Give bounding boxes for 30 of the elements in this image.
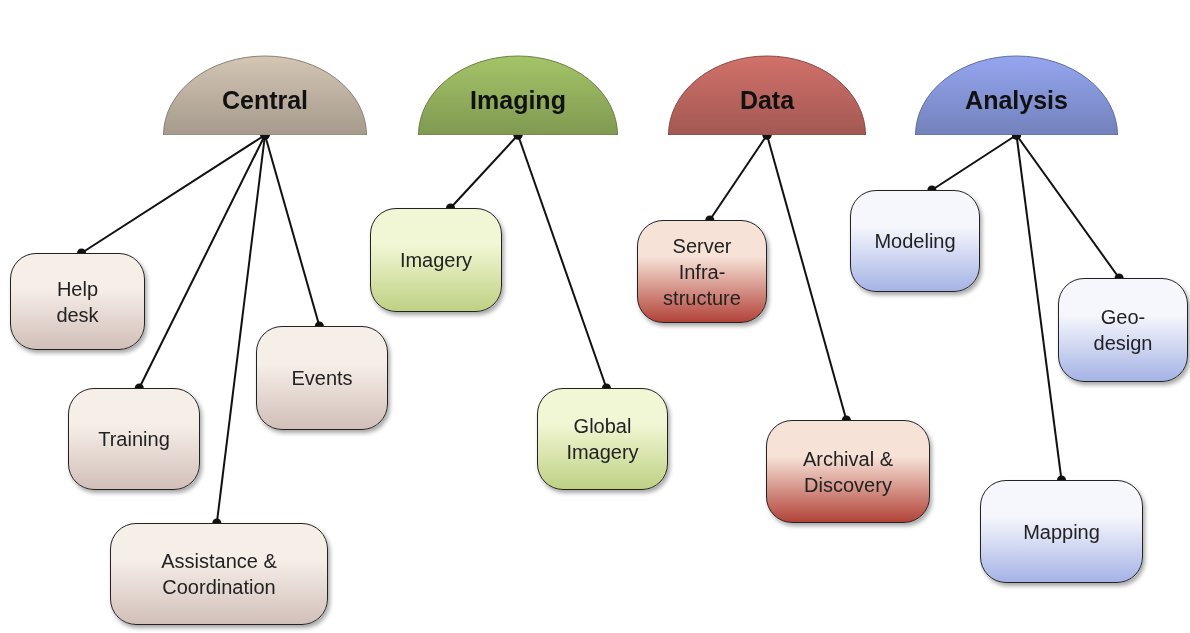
rounded-box [68, 388, 200, 490]
node-label: Events [290, 366, 354, 391]
rounded-box [370, 208, 502, 312]
node-label: Modeling [873, 229, 957, 254]
node-label: Server Infra- structure [662, 233, 742, 311]
rounded-box [1058, 278, 1188, 382]
node-label: Geo- design [1092, 305, 1154, 356]
node-label: Analysis [965, 84, 1068, 116]
rounded-box [110, 523, 328, 625]
node-label: Imaging [470, 84, 566, 116]
rounded-box [537, 388, 668, 490]
rounded-box [10, 253, 145, 350]
semicircle-node [668, 55, 866, 135]
rounded-box [980, 480, 1143, 583]
node-label: Imagery [398, 248, 474, 273]
node-label: Archival & Discovery [802, 446, 894, 498]
rounded-box [850, 190, 980, 292]
rounded-box [637, 220, 767, 323]
node-label: Global Imagery [565, 414, 640, 465]
rounded-box [256, 326, 388, 430]
node-label: Assistance & Coordination [160, 549, 278, 600]
node-label: Training [97, 427, 171, 452]
semicircle-node [418, 55, 618, 135]
rounded-box [766, 420, 930, 523]
node-label: Central [221, 84, 309, 116]
semicircle-node [915, 55, 1118, 135]
node-label: Help desk [55, 276, 100, 328]
semicircle-node [163, 55, 367, 135]
node-label: Data [739, 84, 795, 116]
node-label: Mapping [1022, 519, 1101, 545]
